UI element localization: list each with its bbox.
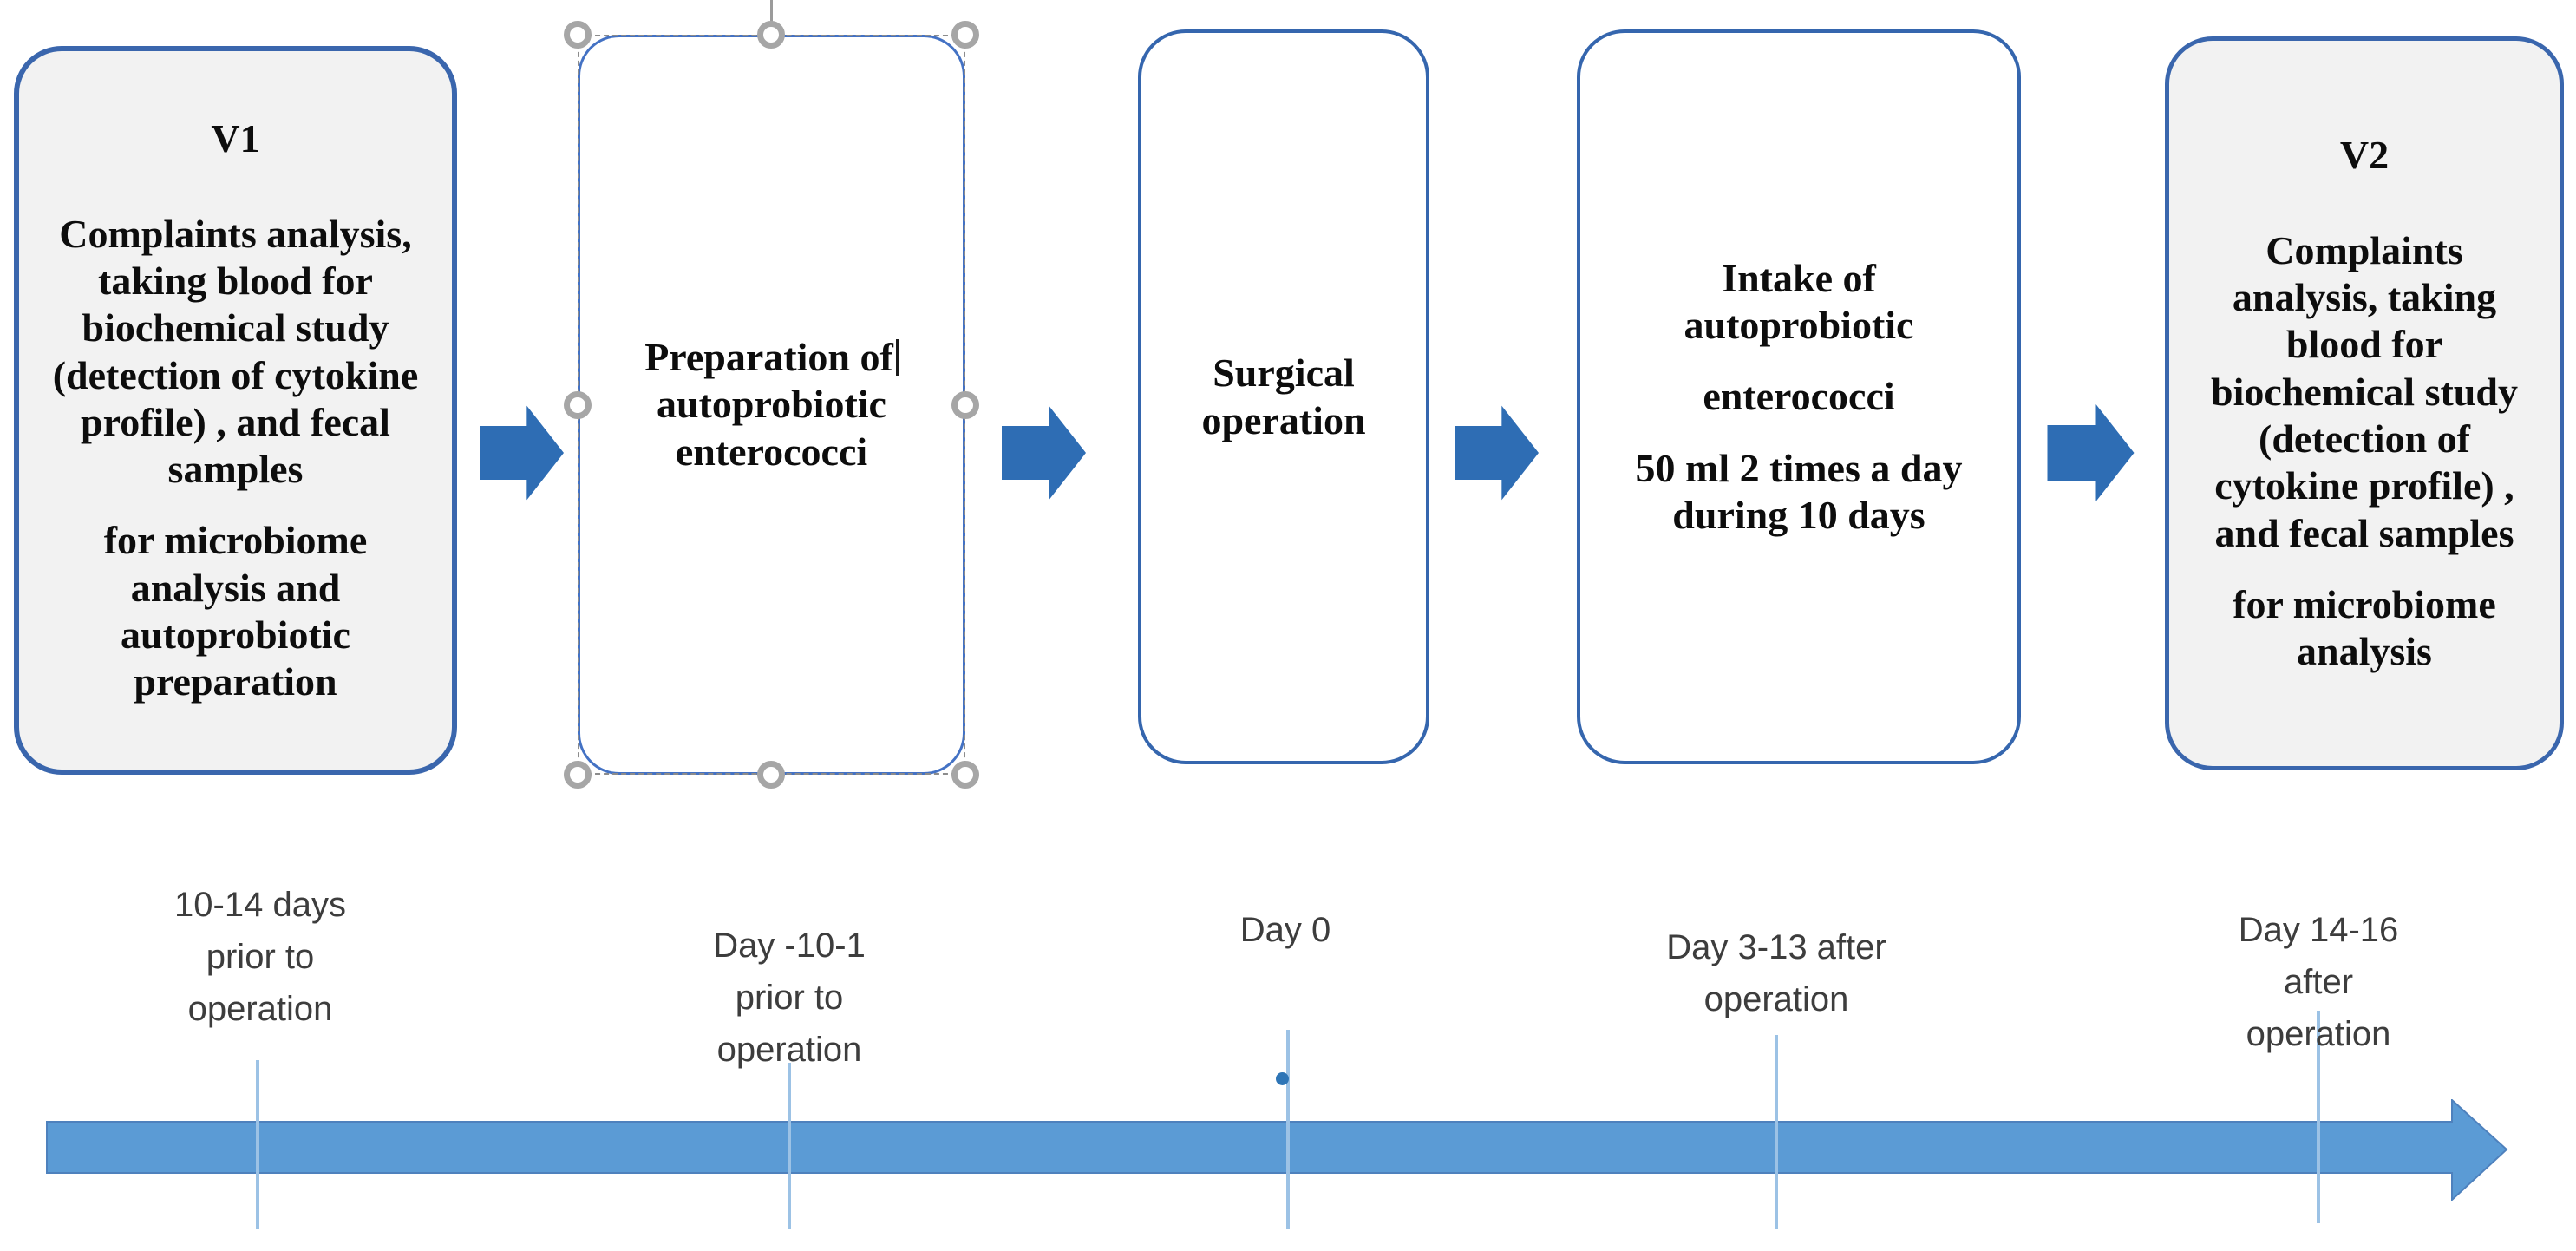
rotate-handle-top-center[interactable] [757, 21, 785, 49]
connector-arrow[interactable] [1002, 404, 1086, 501]
text-cursor [895, 339, 899, 377]
timeline-label[interactable]: Day 3-13 after operation [1666, 928, 1886, 1018]
box-paragraph: for microbiome analysis and autoprobioti… [103, 518, 368, 704]
timeline-tick [788, 1063, 791, 1229]
stage-box-intake[interactable]: Intake of autoprobiotic enterococci 50 m… [1577, 29, 2021, 764]
box-paragraph: Complaints analysis, taking blood for bi… [52, 211, 419, 492]
timeline-arrow[interactable] [46, 1099, 2509, 1201]
timeline-label[interactable]: 10-14 days prior to operation [174, 886, 346, 1028]
box-paragraph: for microbiome analysis [2233, 581, 2496, 674]
resize-handle-bottom-center[interactable] [757, 761, 785, 789]
timeline-tick [1775, 1035, 1778, 1229]
box-paragraph: Intake of autoprobiotic [1684, 255, 1914, 348]
box-paragraph: Complaints analysis, taking blood for bi… [2211, 227, 2518, 555]
box-text-after-cursor: autoprobiotic enterococci [657, 382, 886, 474]
timeline-label[interactable]: Day 0 [1239, 911, 1331, 949]
day0-dot [1276, 1072, 1289, 1085]
resize-handle-bottom-right[interactable] [951, 761, 979, 789]
resize-handle-bottom-left[interactable] [564, 761, 592, 789]
resize-handle-mid-right[interactable] [951, 391, 979, 419]
resize-handle-mid-left[interactable] [564, 391, 592, 419]
box-paragraph: Preparation of autoprobiotic enterococci [605, 334, 938, 475]
resize-handle-top-left[interactable] [564, 21, 592, 49]
resize-handle-top-right[interactable] [951, 21, 979, 49]
stage-box-v2[interactable]: V2 Complaints analysis, taking blood for… [2165, 36, 2564, 770]
connector-arrow[interactable] [2045, 404, 2136, 501]
timeline-label[interactable]: Day -10-1 prior to operation [713, 927, 866, 1069]
timeline-label[interactable]: Day 14-16 after operation [2238, 911, 2399, 1053]
selection-outline [578, 35, 965, 775]
stage-box-surgery[interactable]: Surgical operation [1138, 29, 1429, 764]
box-paragraph: 50 ml 2 times a day during 10 days [1635, 445, 1963, 537]
stage-box-v1[interactable]: V1 Complaints analysis, taking blood for… [14, 46, 457, 775]
timeline-tick [256, 1060, 259, 1229]
connector-arrow[interactable] [480, 404, 564, 501]
box-text-before-cursor: Preparation of [644, 335, 893, 380]
box-title: V1 [211, 115, 260, 160]
timeline-tick [1286, 1030, 1290, 1229]
box-paragraph: Surgical operation [1201, 350, 1366, 442]
timeline-tick [2317, 1011, 2320, 1223]
stage-box-preparation[interactable]: Preparation of autoprobiotic enterococci [578, 35, 965, 775]
connector-arrow[interactable] [1455, 404, 1539, 501]
box-title: V2 [2339, 132, 2390, 177]
rotation-handle-stem [770, 0, 773, 23]
box-paragraph: enterococci [1703, 374, 1895, 419]
